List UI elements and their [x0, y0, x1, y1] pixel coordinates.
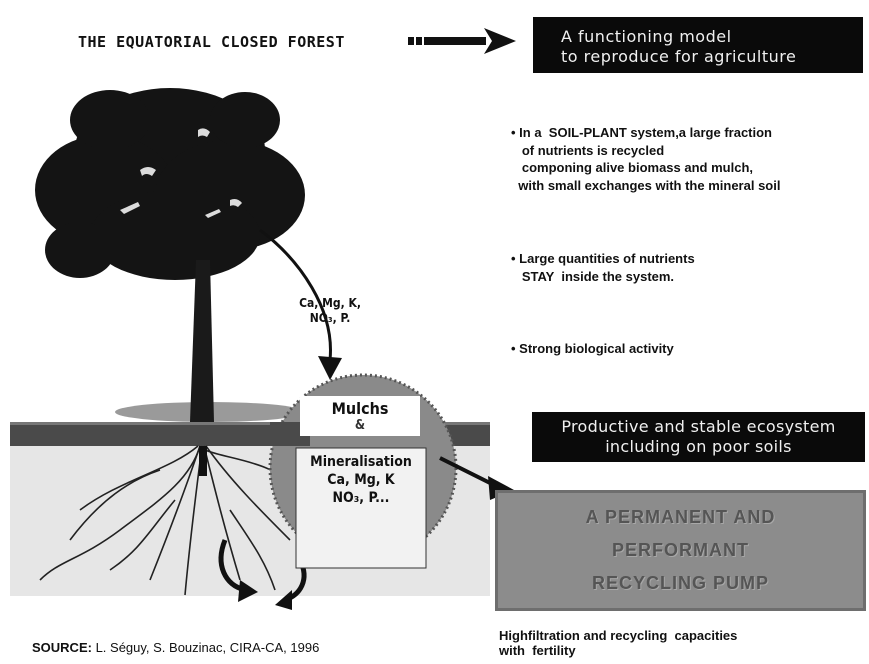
- ampersand-label: &: [354, 418, 366, 433]
- arrow-to-pump-icon: [488, 476, 514, 500]
- mulchs-box: [300, 396, 420, 436]
- pump-box-line2: PERFORMANT: [612, 540, 749, 560]
- tree-canopy: [35, 88, 305, 280]
- productive-box-line2: including on poor soils: [605, 437, 792, 456]
- model-box-line2: to reproduce for agriculture: [561, 47, 797, 66]
- mineralisation-box: [295, 447, 427, 569]
- source-label: SOURCE:: [32, 640, 92, 655]
- bullet-biological-activity: • Strong biological activity: [511, 341, 674, 356]
- bullet-soil-plant: • In a SOIL-PLANT system,a large fractio…: [511, 125, 781, 193]
- bullet-nutrients-stay: • Large quantities of nutrients STAY ins…: [511, 251, 695, 284]
- model-box-line1: A functioning model: [561, 27, 732, 46]
- productive-box-line1: Productive and stable ecosystem: [561, 417, 836, 436]
- source-citation: SOURCE: L. Séguy, S. Bouzinac, CIRA-CA, …: [32, 640, 319, 655]
- functioning-model-box: A functioning model to reproduce for agr…: [533, 17, 863, 73]
- pump-box-line1: A PERMANENT AND: [585, 507, 776, 527]
- diagram-title: THE EQUATORIAL CLOSED FOREST: [78, 33, 345, 51]
- right-arrow-icon: [408, 28, 516, 54]
- filtration-caption: Highfiltration and recycling capacities …: [499, 628, 738, 658]
- tree-trunk: [190, 260, 214, 422]
- curved-arrow-down-icon: [318, 356, 342, 380]
- mulchs-label: Mulchs: [331, 399, 389, 418]
- recycling-pump-box: A PERMANENT AND PERFORMANT RECYCLING PUM…: [495, 490, 866, 611]
- source-text: L. Séguy, S. Bouzinac, CIRA-CA, 1996: [91, 640, 320, 655]
- mineralisation-label: Mineralisation Ca, Mg, K NO₃, P...: [310, 454, 412, 506]
- forest-illustration: [10, 88, 500, 610]
- nutrients-label-top: Ca, Mg, K, NO₃, P.: [299, 296, 361, 325]
- pump-box-line3: RECYCLING PUMP: [591, 573, 769, 593]
- productive-ecosystem-box: Productive and stable ecosystem includin…: [532, 412, 865, 462]
